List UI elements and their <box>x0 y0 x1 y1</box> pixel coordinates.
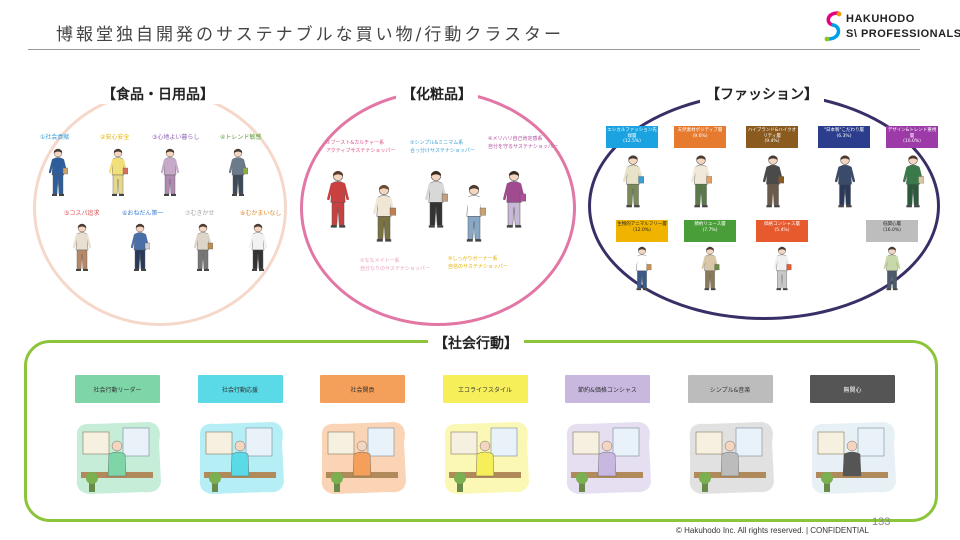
social-cluster-label: エコライフスタイル <box>442 375 528 403</box>
fashion-persona-figure <box>883 246 901 291</box>
cosmetics-persona-desc: 自分なりのサステナショッパー <box>360 265 430 272</box>
fashion-cluster-badge: 価格コンシャス層(5.4%) <box>756 220 808 242</box>
title-divider <box>28 49 920 50</box>
cosmetics-persona-label: ⑤しっかりボーナー系自信のサステナショッパー <box>448 256 508 271</box>
cosmetics-persona-name: ①ブースト&カルチャー系 <box>326 140 385 146</box>
social-cluster-illustration <box>811 422 896 494</box>
fashion-cluster-badge: 天然素材ポジティブ層(9.6%) <box>674 126 726 148</box>
fashion-cluster-name: "日本製"こだわり層 <box>823 128 865 133</box>
page-number: 133 <box>872 516 891 528</box>
fashion-cluster-badge: 節約リユース層(7.7%) <box>684 220 736 242</box>
fashion-cluster-name: 価格コンシャス層 <box>764 222 800 227</box>
fashion-cluster-badge: ハイブランド&ハイクオリティ層(9.4%) <box>746 126 798 148</box>
copyright-footer: © Hakuhodo Inc. All rights reserved. | C… <box>676 526 869 535</box>
page-title: 博報堂独自開発のサステナブルな買い物/行動クラスター <box>56 25 565 45</box>
fashion-cluster-name: 天然素材ポジティブ層 <box>677 128 723 133</box>
fashion-persona-figure <box>690 155 712 208</box>
fashion-cluster-share: (5.4%) <box>774 227 790 233</box>
cosmetics-persona-label: ③シンプル&ミニマム系合っ分けサステナショッパー <box>410 140 475 155</box>
cosmetics-persona-figure <box>463 184 486 242</box>
fashion-cluster-share: (9.6%) <box>692 133 708 139</box>
food-persona-figure <box>248 223 268 271</box>
cosmetics-persona-name: ③シンプル&ミニマム系 <box>410 140 464 146</box>
fashion-persona-figure <box>622 155 644 208</box>
fashion-persona-figure <box>701 246 720 291</box>
logo-line-2: S\ PROFESSIONALS <box>846 28 960 40</box>
fashion-section-title: 【ファッション】 <box>700 84 824 104</box>
food-persona-figure <box>193 223 213 271</box>
cosmetics-persona-desc: アクティブサステナショッパー <box>326 147 396 154</box>
fashion-cluster-badge: エシカルファッション先端層(12.5%) <box>606 126 658 148</box>
food-persona-label: ③心地よい暮らし <box>152 134 200 141</box>
fashion-cluster-badge: 生物的アニマルフリー層(12.0%) <box>616 220 668 242</box>
social-cluster-label: シンプル&音楽 <box>687 375 773 403</box>
food-persona-label: ⑥おねだん第一 <box>122 210 164 217</box>
logo-line-1: HAKUHODO <box>846 13 915 25</box>
fashion-cluster-badge: デザイン&トレンド重視層(10.0%) <box>886 126 938 148</box>
fashion-cluster-name: デザイン&トレンド重視層 <box>887 128 937 139</box>
fashion-persona-figure <box>773 246 792 291</box>
food-persona-figure <box>228 148 248 196</box>
logo-mark-icon <box>824 11 842 42</box>
fashion-cluster-name: エシカルファッション先端層 <box>607 128 657 139</box>
social-cluster-illustration <box>689 422 774 494</box>
food-persona-label: ⑤コスパ追求 <box>64 210 100 217</box>
cosmetics-persona-figure <box>425 170 448 228</box>
fashion-persona-figure <box>633 246 652 291</box>
food-persona-label: ⑧むかまいなし <box>240 210 282 217</box>
food-persona-label: ①社会貢献 <box>40 134 70 141</box>
fashion-cluster-name: 節約リユース層 <box>694 222 726 227</box>
social-cluster-illustration <box>444 422 529 494</box>
social-cluster-label: 社会行動応援 <box>197 375 283 403</box>
food-persona-label: ④トレンド敏感 <box>220 134 262 141</box>
social-cluster-label: 社会関貢 <box>320 375 405 403</box>
cosmetics-persona-label: ②ななメイト一系自分なりのサステナショッパー <box>360 258 430 273</box>
fashion-persona-figure <box>762 155 784 208</box>
social-cluster-label: 社会行動リーダー <box>75 375 160 403</box>
food-section-title: 【食品・日用品】 <box>96 84 220 104</box>
fashion-cluster-share: (9.4%) <box>764 139 780 145</box>
social-cluster-illustration <box>199 422 284 494</box>
cosmetics-persona-desc: 自分を守るサステナショッパー <box>488 143 558 150</box>
fashion-cluster-share: (7.7%) <box>702 227 718 233</box>
cosmetics-persona-label: ①ブースト&カルチャー系アクティブサステナショッパー <box>326 140 395 155</box>
fashion-cluster-name: 低関心層 <box>883 222 901 227</box>
food-persona-figure <box>108 148 128 196</box>
fashion-cluster-share: (10.0%) <box>903 139 921 145</box>
fashion-cluster-name: ハイブランド&ハイクオリティ層 <box>747 128 797 139</box>
fashion-persona-figure <box>902 155 924 208</box>
hakuhodo-logo: HAKUHODO S\ PROFESSIONALS <box>822 10 960 44</box>
food-persona-figure <box>48 148 68 196</box>
cosmetics-persona-label: ④メリハリ自己肯定感系自分を守るサステナショッパー <box>488 136 558 151</box>
food-persona-figure <box>72 223 92 271</box>
cosmetics-section-title: 【化粧品】 <box>396 84 478 104</box>
cosmetics-persona-desc: 合っ分けサステナショッパー <box>410 147 475 154</box>
social-cluster-illustration <box>76 422 161 494</box>
cosmetics-persona-name: ⑤しっかりボーナー系 <box>448 256 498 262</box>
social-section-title: 【社会行動】 <box>428 333 524 353</box>
food-persona-figure <box>130 223 150 271</box>
fashion-persona-figure <box>834 155 856 208</box>
fashion-cluster-name: 生物的アニマルフリー層 <box>617 222 667 227</box>
fashion-cluster-badge: 低関心層(16.0%) <box>866 220 918 242</box>
cosmetics-persona-name: ②ななメイト一系 <box>360 258 400 264</box>
cosmetics-persona-desc: 自信のサステナショッパー <box>448 263 508 270</box>
social-cluster-label: 節約&価格コンシャス <box>565 375 650 403</box>
social-cluster-illustration <box>566 422 651 494</box>
cosmetics-persona-figure <box>327 170 349 228</box>
cosmetics-persona-name: ④メリハリ自己肯定感系 <box>488 136 543 142</box>
food-persona-label: ⑦むきかせ <box>185 210 215 217</box>
social-cluster-illustration <box>321 422 406 494</box>
cosmetics-persona-figure <box>373 184 396 242</box>
fashion-cluster-share: (6.3%) <box>836 133 852 139</box>
fashion-cluster-share: (16.0%) <box>883 227 901 233</box>
fashion-cluster-share: (12.0%) <box>633 227 651 233</box>
food-persona-label: ②安心安全 <box>100 134 130 141</box>
food-persona-figure <box>160 148 180 196</box>
fashion-cluster-share: (12.5%) <box>623 139 641 145</box>
fashion-cluster-badge: "日本製"こだわり層(6.3%) <box>818 126 870 148</box>
social-cluster-label: 無関心 <box>810 375 895 403</box>
cosmetics-persona-figure <box>503 170 526 228</box>
